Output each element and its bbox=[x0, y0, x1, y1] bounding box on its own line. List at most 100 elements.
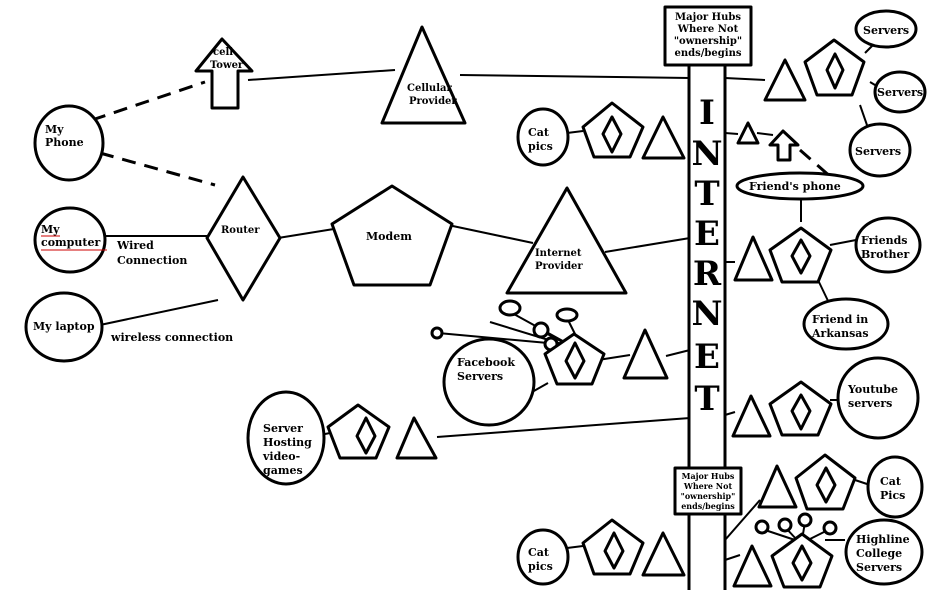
videogames-triangle bbox=[395, 416, 438, 460]
friend-cell-tower-arrow bbox=[768, 129, 800, 162]
major-hubs-top-label-2: Where Not bbox=[677, 24, 739, 35]
facebook-servers-node bbox=[442, 337, 536, 427]
friend-hub-triangle bbox=[733, 235, 774, 282]
cat-pics-2-diamond bbox=[603, 531, 625, 570]
cat-pics-2: Cat pics bbox=[516, 518, 686, 586]
major-hubs-bottom-box bbox=[673, 466, 743, 516]
major-hubs-top-box bbox=[663, 5, 753, 67]
internet-letter-8: T bbox=[694, 379, 719, 419]
wired-connection-label: Wired Connection bbox=[116, 239, 187, 267]
internet-to-highline-link bbox=[724, 554, 741, 561]
tri-to-phone-link bbox=[756, 132, 774, 136]
servers-triangle bbox=[763, 58, 807, 102]
major-hubs-top-label-1: Major Hubs bbox=[675, 12, 741, 23]
friend-brother-link bbox=[829, 239, 857, 246]
connection-lines bbox=[91, 42, 881, 561]
servers-1: Servers bbox=[854, 9, 918, 49]
videogames-label-2: Hosting bbox=[263, 436, 312, 449]
internet-to-servers-link bbox=[724, 77, 766, 81]
cell-tower-label-1: cell bbox=[213, 47, 233, 58]
my-phone-node bbox=[33, 104, 105, 182]
cat-pics-1-node bbox=[516, 107, 570, 167]
cat-pics-3-label-2: Pics bbox=[880, 489, 905, 502]
highline-label-2: College bbox=[856, 547, 902, 560]
facebook-servers-label-1: Facebook bbox=[457, 356, 515, 369]
phone-to-router-link bbox=[99, 151, 216, 187]
my-phone-label-2: Phone bbox=[45, 136, 84, 149]
catpics1-link bbox=[566, 130, 584, 134]
servers-3: Servers bbox=[848, 122, 912, 178]
highline-college-servers: Highline College Servers bbox=[844, 518, 924, 586]
highline-diamond bbox=[791, 544, 813, 582]
cat-pics-2-node bbox=[516, 528, 570, 586]
servers-cluster bbox=[763, 38, 866, 102]
facebook-triangle bbox=[622, 328, 669, 380]
servers-diamond bbox=[825, 52, 845, 90]
internet-letter-5: R bbox=[693, 254, 722, 294]
my-phone: My Phone bbox=[33, 104, 105, 182]
servers-3-node bbox=[848, 122, 912, 178]
friends-brother-node bbox=[854, 216, 922, 274]
cat-pics-1-hub bbox=[581, 101, 686, 160]
friend-arkansas-label-2: Arkansas bbox=[811, 327, 869, 340]
internet-letter-1: I bbox=[699, 93, 715, 133]
cat-pics-1-label-1: Cat bbox=[528, 126, 550, 139]
youtube-servers: Youtube servers bbox=[836, 356, 920, 440]
router-to-modem-link bbox=[277, 227, 341, 239]
major-hubs-top: Major Hubs Where Not "ownership" ends/be… bbox=[663, 5, 753, 67]
internet-letter-4: E bbox=[694, 214, 720, 254]
cellular-to-internet-link bbox=[459, 74, 691, 79]
friend-arkansas: Friend in Arkansas bbox=[802, 297, 890, 351]
catpics2-link bbox=[566, 545, 584, 549]
cat-pics-1-triangle bbox=[641, 115, 686, 160]
videogames-label-4: games bbox=[263, 464, 303, 477]
highline-server-nodes bbox=[754, 512, 838, 541]
internet-provider-label-1: Internet bbox=[535, 248, 582, 259]
my-laptop: My laptop bbox=[24, 291, 104, 363]
servers-1-label: Servers bbox=[863, 24, 909, 37]
modem-to-provider-link bbox=[447, 224, 534, 244]
servers-3-label: Servers bbox=[855, 145, 901, 158]
phone-to-cell-tower-link bbox=[91, 80, 206, 122]
my-computer: My computer bbox=[33, 206, 107, 274]
modem-pentagon bbox=[330, 184, 454, 287]
cat-pics-2-triangle bbox=[641, 531, 686, 577]
internet-letter-6: N bbox=[691, 294, 722, 334]
major-hubs-bottom: Major Hubs Where Not "ownership" ends/be… bbox=[673, 466, 743, 516]
servers-2: Servers bbox=[873, 70, 927, 114]
internet-letter-7: E bbox=[694, 337, 720, 377]
videogames-node bbox=[246, 390, 326, 486]
youtube-hub bbox=[731, 380, 833, 438]
highline-triangle bbox=[732, 544, 773, 588]
internet-provider-triangle bbox=[505, 186, 628, 295]
cat-pics-2-label-2: pics bbox=[528, 560, 553, 573]
cat-pics-1-label-2: pics bbox=[528, 140, 553, 153]
highline-hub bbox=[732, 532, 834, 589]
modem-label: Modem bbox=[366, 230, 412, 243]
youtube-servers-label-2: servers bbox=[848, 397, 892, 410]
cat-pics-1: Cat pics bbox=[516, 107, 570, 167]
internet-to-catpics3-link bbox=[724, 499, 761, 541]
my-computer-label-2: computer bbox=[41, 236, 100, 249]
cat-pics-3-label-1: Cat bbox=[880, 475, 902, 488]
major-hubs-top-label-4: ends/begins bbox=[675, 48, 742, 59]
cellular-provider-label-2: Provider bbox=[409, 96, 457, 107]
friends-phone-label: Friend's phone bbox=[749, 180, 841, 193]
cat-pics-3-node bbox=[866, 455, 924, 519]
cat-pics-2-label-1: Cat bbox=[528, 546, 550, 559]
server-hosting-videogames: Server Hosting video- games bbox=[246, 390, 438, 486]
facebook-servers: Facebook Servers bbox=[442, 328, 669, 427]
modem: Modem bbox=[330, 184, 454, 287]
server3-link bbox=[859, 104, 869, 129]
videogames-label-3: video- bbox=[262, 450, 300, 463]
my-laptop-node bbox=[24, 291, 104, 363]
internet-to-youtube-link bbox=[724, 411, 736, 416]
internet-letter-2: N bbox=[691, 134, 722, 174]
major-hubs-bottom-label-3: "ownership" bbox=[681, 491, 736, 501]
cellular-provider-triangle bbox=[380, 25, 467, 125]
cat-pics-3-hub bbox=[757, 453, 857, 511]
friends-brother-label-1: Friends bbox=[861, 234, 907, 247]
my-computer-node bbox=[33, 206, 107, 274]
videogames-to-internet-link bbox=[436, 417, 691, 438]
servers-2-node bbox=[873, 70, 927, 114]
